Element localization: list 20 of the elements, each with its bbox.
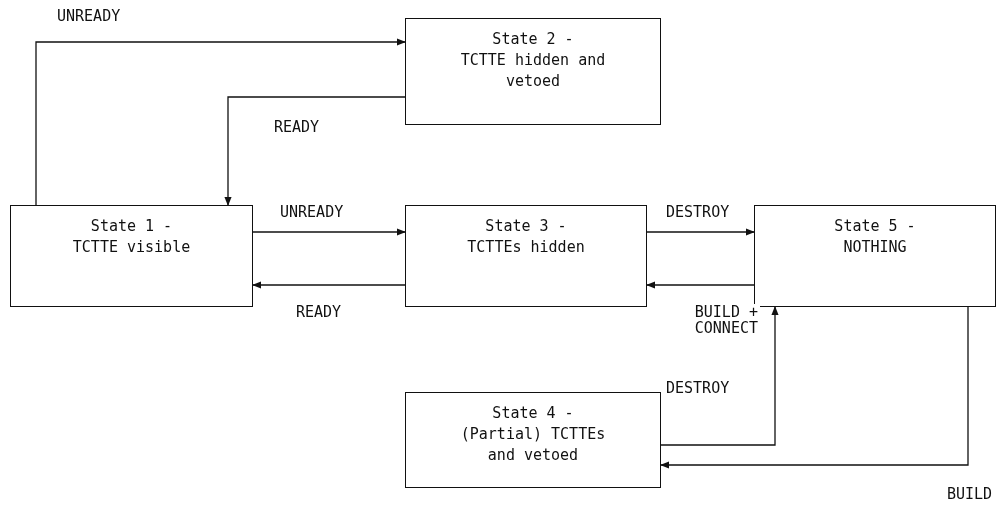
arrow xyxy=(224,96,406,206)
state-box: State 4 - (Partial) TCTTEs and vetoed xyxy=(405,392,661,488)
edge-label: UNREADY xyxy=(278,204,346,220)
arrow xyxy=(660,306,969,469)
arrow xyxy=(646,228,755,236)
edge-label: DESTROY xyxy=(664,204,732,220)
edge-label: UNREADY xyxy=(55,8,123,24)
edge-label: READY xyxy=(294,304,344,320)
arrow xyxy=(660,306,779,446)
edge-label: DESTROY xyxy=(664,380,732,396)
arrow xyxy=(646,281,755,289)
arrow xyxy=(35,38,406,206)
state-box: State 3 - TCTTEs hidden xyxy=(405,205,647,307)
state-box: State 2 - TCTTE hidden and vetoed xyxy=(405,18,661,125)
state-box: State 1 - TCTTE visible xyxy=(10,205,253,307)
arrow xyxy=(252,228,406,236)
state-box: State 5 - NOTHING xyxy=(754,205,996,307)
arrow xyxy=(252,281,406,289)
edge-label: BUILD xyxy=(945,486,995,502)
edge-label: READY xyxy=(272,119,322,135)
